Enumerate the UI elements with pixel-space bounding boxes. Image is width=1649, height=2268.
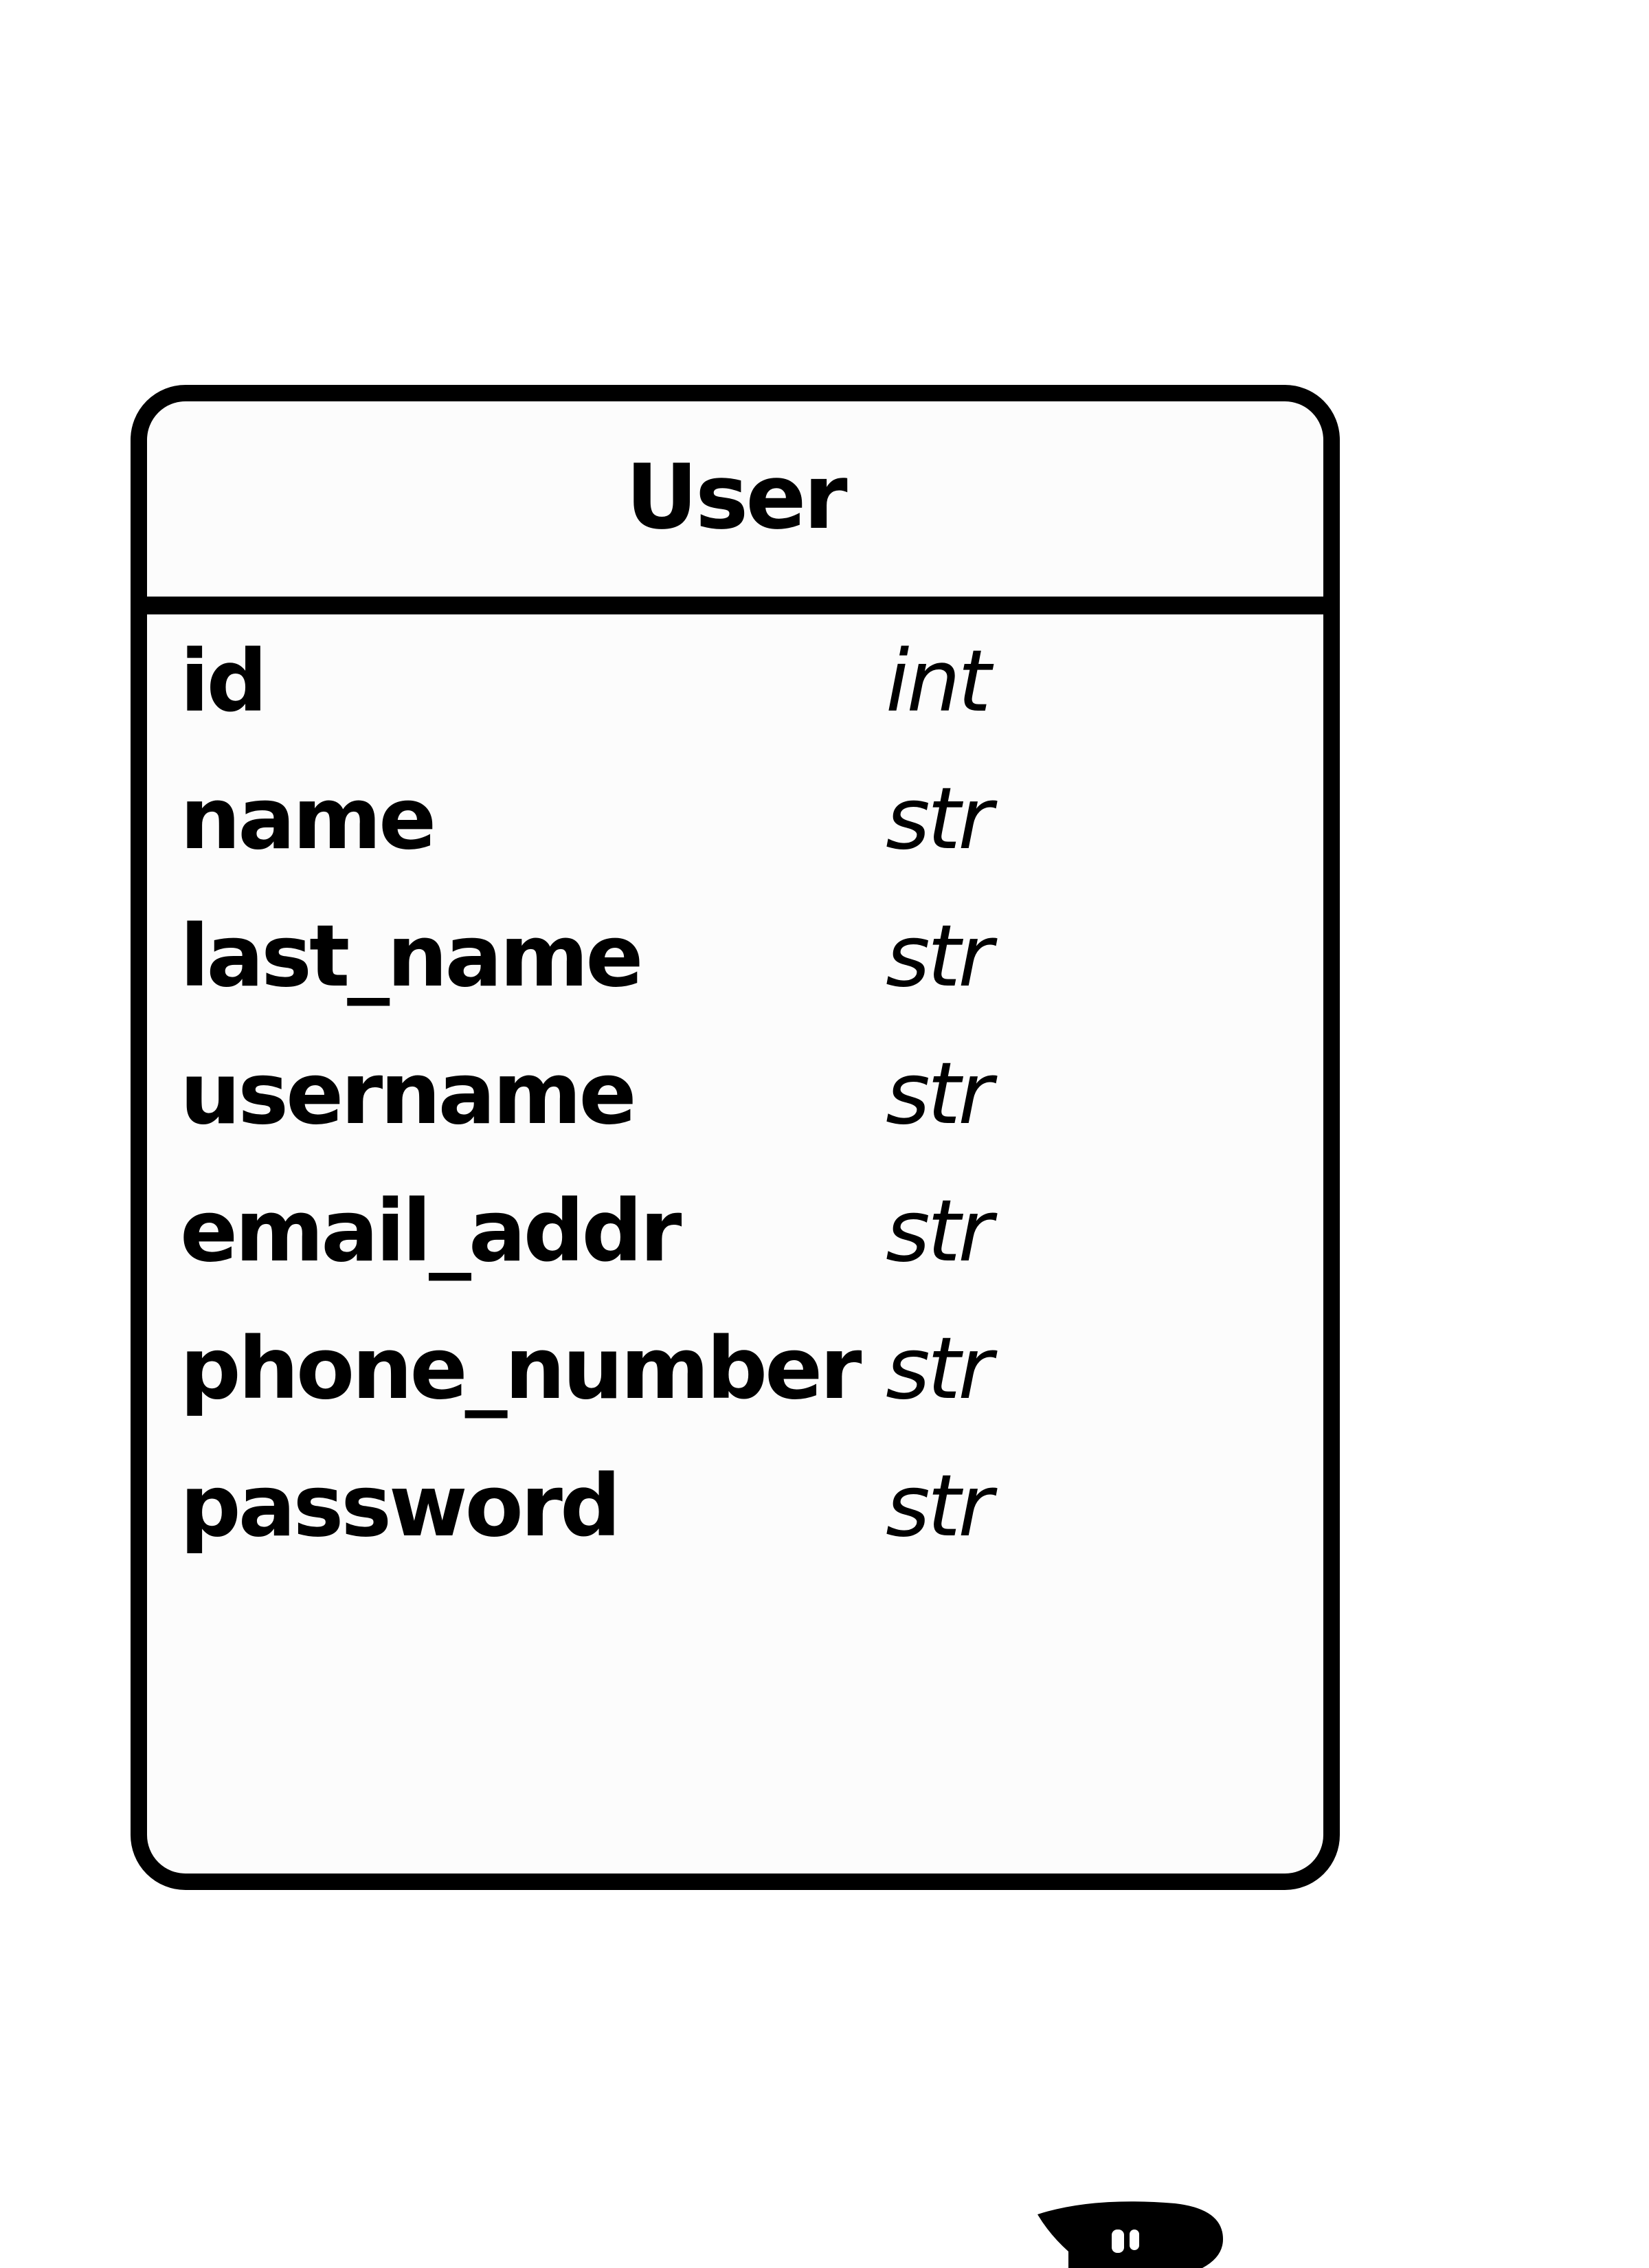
field-name: username bbox=[180, 1045, 637, 1144]
field-type: int bbox=[886, 632, 991, 731]
field-type: str bbox=[886, 1045, 993, 1144]
partial-logo-mark-icon bbox=[1037, 2201, 1223, 2268]
field-row-name: name str bbox=[147, 752, 1323, 889]
field-row-phone-number: phone_number str bbox=[147, 1302, 1323, 1439]
field-type: str bbox=[886, 1320, 993, 1419]
field-type: str bbox=[886, 1182, 993, 1281]
field-name: last_name bbox=[180, 907, 644, 1006]
entity-header: User bbox=[147, 401, 1323, 614]
field-row-last-name: last_name str bbox=[147, 889, 1323, 1027]
entity-user-box: User id int name str last_name str usern… bbox=[131, 385, 1340, 1890]
field-type: str bbox=[886, 1457, 993, 1556]
field-name: name bbox=[180, 770, 436, 869]
field-name: id bbox=[180, 632, 267, 731]
field-name: password bbox=[180, 1457, 621, 1556]
field-name: phone_number bbox=[180, 1320, 862, 1419]
field-list: id int name str last_name str username s… bbox=[147, 614, 1323, 1577]
entity-title: User bbox=[625, 445, 847, 549]
field-row-username: username str bbox=[147, 1027, 1323, 1164]
field-row-email-addr: email_addr str bbox=[147, 1164, 1323, 1302]
field-name: email_addr bbox=[180, 1182, 682, 1281]
field-type: str bbox=[886, 907, 993, 1006]
field-row-id: id int bbox=[147, 614, 1323, 752]
field-type: str bbox=[886, 770, 993, 869]
field-row-password: password str bbox=[147, 1439, 1323, 1577]
